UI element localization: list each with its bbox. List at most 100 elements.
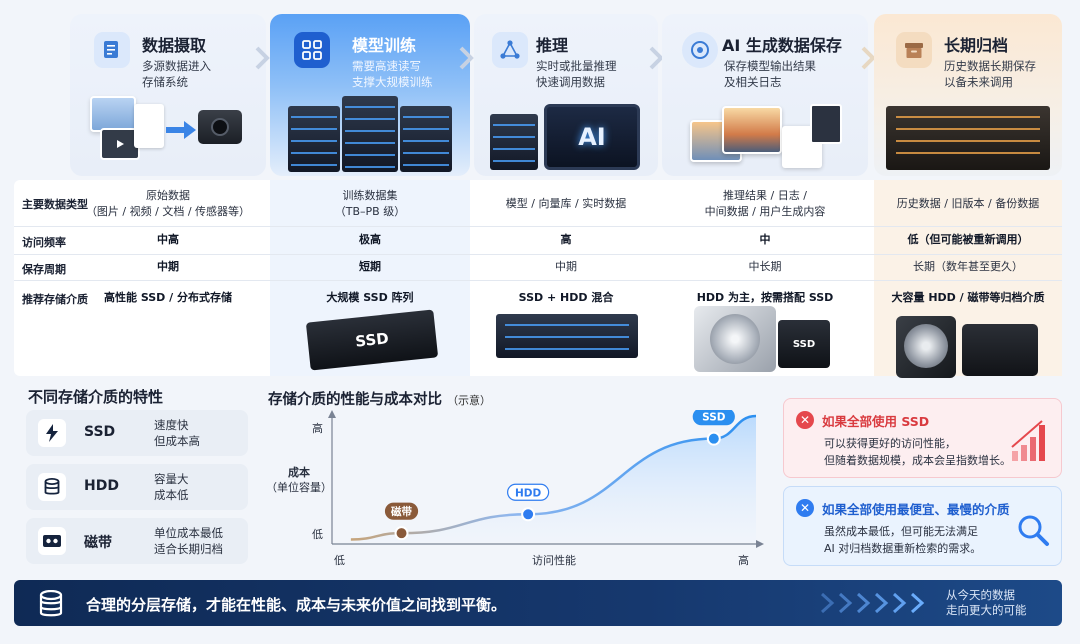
- photo-stack-image: [90, 96, 136, 132]
- media-card-ssd: SSD 速度快 但成本高: [26, 410, 248, 456]
- table-cell: 中期: [555, 260, 577, 273]
- chevrons-right-icon: [820, 592, 925, 614]
- banner-subtext: 从今天的数据 走向更大的可能: [946, 588, 1027, 617]
- bar-growth-icon: [1011, 420, 1045, 461]
- close-circle-icon: ✕: [796, 499, 814, 517]
- storage-array-image: [496, 314, 638, 358]
- stage-desc: 历史数据长期保存 以备未来调用: [944, 59, 1036, 89]
- chart-title: 存储介质的性能与成本对比 （示意）: [268, 388, 491, 409]
- data-label-bg-2: [692, 410, 735, 426]
- archive-hdd-image: [896, 316, 956, 378]
- landscape-image: [722, 106, 782, 154]
- server-rack-image: [400, 106, 452, 172]
- document-icon: [94, 32, 130, 68]
- y-axis-title: 成本: [288, 466, 310, 479]
- row-label-access-frequency: 访问频率: [22, 236, 66, 249]
- table-cell: 大规模 SSD 阵列: [326, 291, 414, 304]
- warning-desc: 可以获得更好的访问性能， 但随着数据规模，成本会呈指数增长。: [824, 437, 1011, 467]
- table-cell: 低（但可能被重新调用）: [907, 233, 1029, 246]
- table-cell: 高性能 SSD / 分布式存储: [104, 291, 232, 304]
- table-cell: 原始数据 （图片 / 视频 / 文档 / 传感器等）: [85, 189, 251, 218]
- data-point-1: [521, 507, 536, 522]
- warning-desc: 虽然成本最低，但可能无法满足 AI 对归档数据重新检索的需求。: [824, 525, 982, 555]
- table-cell: 极高: [359, 233, 381, 246]
- ssd-small-label: SSD: [792, 338, 816, 350]
- lightning-icon: [38, 419, 66, 447]
- server-rack-image: [342, 96, 398, 172]
- data-point-2: [706, 431, 721, 446]
- search-icon: [1018, 515, 1049, 546]
- media-name: SSD: [84, 424, 116, 440]
- table-cell: 长期（数年甚至更久）: [913, 260, 1023, 273]
- table-cell: 中高: [157, 233, 179, 246]
- warning-all-ssd: ✕ 如果全部使用 SSD 可以获得更好的访问性能， 但随着数据规模，成本会呈指数…: [783, 398, 1062, 478]
- stage-title: 推理: [536, 36, 569, 55]
- camera-image: [198, 110, 242, 144]
- chevron-right-icon: [861, 46, 876, 70]
- x-axis-title: 访问性能: [532, 554, 576, 567]
- characteristics-title: 不同存储介质的特性: [28, 388, 164, 406]
- data-point-0: [394, 526, 409, 541]
- network-icon: [294, 32, 330, 68]
- archive-box-icon: [896, 32, 932, 68]
- warning-title: 如果全部使用 SSD: [822, 414, 930, 429]
- data-label-bg-0: [384, 502, 419, 520]
- ai-gear-icon: [682, 32, 718, 68]
- y-axis-subtitle: （单位容量）: [266, 481, 332, 494]
- chevron-right-icon: [459, 46, 474, 70]
- stage-desc: 多源数据进入 存储系统: [142, 59, 211, 89]
- table-cell: 中期: [157, 260, 179, 273]
- media-card-tape: 磁带 单位成本最低 适合长期归档: [26, 518, 248, 564]
- stage-card-archive: 长期归档 历史数据长期保存 以备未来调用: [874, 14, 1062, 176]
- table-cell: 历史数据 / 旧版本 / 备份数据: [896, 197, 1040, 210]
- summary-banner: 合理的分层存储，才能在性能、成本与未来价值之间找到平衡。 从今天的数据 走向更大…: [14, 580, 1062, 626]
- stage-title: 数据摄取: [142, 36, 207, 55]
- warning-all-cheap: ✕ 如果全部使用最便宜、最慢的介质 虽然成本最低，但可能无法满足 AI 对归档数…: [783, 486, 1062, 566]
- film-strip-image: [810, 104, 842, 144]
- media-desc: 速度快 但成本高: [154, 418, 200, 448]
- x-tick-low: 低: [334, 554, 345, 567]
- x-tick-high: 高: [738, 554, 749, 567]
- row-label-retention: 保存周期: [22, 263, 66, 276]
- table-cell: 训练数据集 （TB–PB 级）: [334, 189, 406, 218]
- table-cell: 模型 / 向量库 / 实时数据: [505, 197, 627, 210]
- hdd-drive-image: [694, 306, 776, 372]
- row-label-recommended-media: 推荐存储介质: [22, 293, 88, 306]
- table-cell: 中长期: [748, 260, 782, 273]
- stage-card-inference: 推理 实时或批量推理 快速调用数据 AI: [474, 14, 658, 176]
- stage-desc: 需要高速读写 支撑大规模训练: [352, 59, 433, 89]
- stage-title: 模型训练: [352, 36, 417, 55]
- banner-text: 合理的分层存储，才能在性能、成本与未来价值之间找到平衡。: [86, 596, 507, 614]
- chart-title-subtitle: （示意）: [447, 394, 492, 407]
- warning-title: 如果全部使用最便宜、最慢的介质: [822, 502, 1010, 517]
- database-icon: [38, 473, 66, 501]
- data-label-bg-1: [507, 483, 550, 501]
- graph-nodes-icon: [492, 32, 528, 68]
- close-circle-icon: ✕: [796, 411, 814, 429]
- chevron-right-icon: [649, 46, 664, 70]
- table-cell: 推理结果 / 日志 / 中间数据 / 用户生成内容: [704, 189, 826, 218]
- media-name: HDD: [84, 478, 119, 494]
- media-desc: 容量大 成本低: [154, 472, 189, 502]
- row-label-data-type: 主要数据类型: [22, 198, 88, 211]
- ssd-drive-label: SSD: [354, 329, 390, 351]
- chevron-right-icon: [255, 46, 270, 70]
- server-rack-image: [886, 106, 1050, 170]
- server-rack-image: [490, 114, 538, 170]
- document-sheet-image: [134, 104, 164, 148]
- ai-monitor-image: AI: [544, 104, 640, 170]
- media-name: 磁带: [84, 535, 112, 551]
- stage-title: AI 生成数据保存: [722, 36, 842, 55]
- stage-card-ai-output: AI 生成数据保存 保存模型输出结果 及相关日志: [662, 14, 868, 176]
- data-label-2: SSD: [702, 412, 726, 424]
- table-cell: 大容量 HDD / 磁带等归档介质: [891, 291, 1045, 304]
- chart-title-main: 存储介质的性能与成本对比: [268, 392, 442, 408]
- table-cell: 中: [759, 233, 771, 246]
- database-icon: [39, 590, 63, 617]
- table-cell: 高: [560, 233, 572, 246]
- stage-card-training: 模型训练 需要高速读写 支撑大规模训练: [270, 14, 470, 176]
- media-card-hdd: HDD 容量大 成本低: [26, 464, 248, 510]
- y-tick-low: 低: [312, 528, 323, 541]
- stage-desc: 保存模型输出结果 及相关日志: [724, 59, 816, 89]
